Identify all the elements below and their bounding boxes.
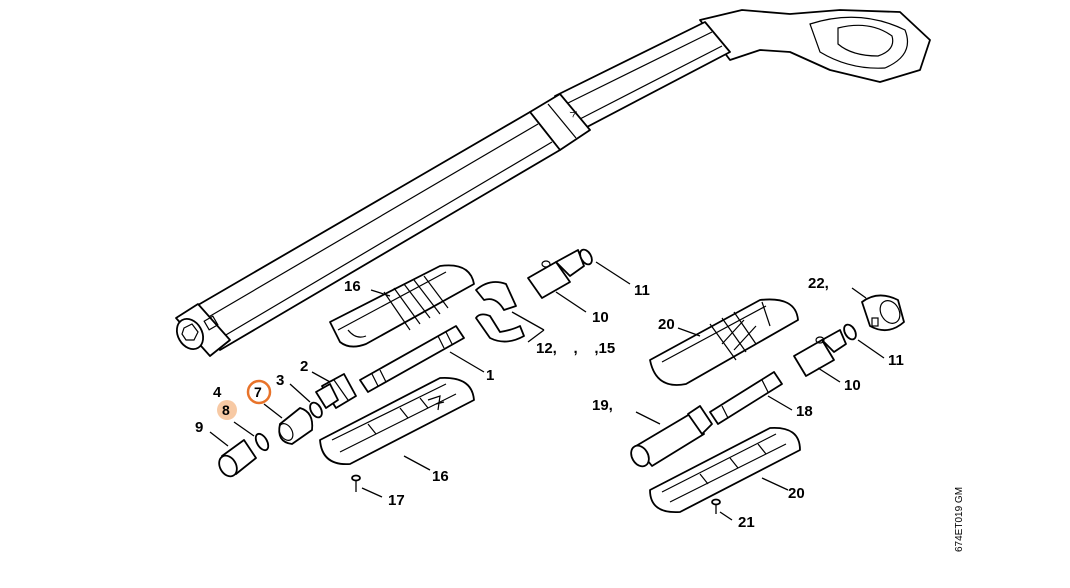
label-7: 7 [254, 384, 262, 400]
part-12-15-clamps[interactable] [475, 281, 525, 343]
part-22-ring[interactable] [861, 294, 905, 332]
part-3-o-ring[interactable] [308, 401, 325, 420]
label-19: 19, [592, 397, 613, 414]
label-20-upper: 20 [658, 316, 675, 333]
selected-part-marker-7[interactable] [246, 379, 272, 405]
part-17-screw[interactable] [351, 474, 361, 493]
label-17: 17 [388, 492, 405, 509]
label-4: 4 [213, 384, 222, 401]
part-16-housing-lower[interactable] [319, 377, 475, 465]
part-7-nozzle-tip[interactable] [276, 407, 314, 445]
label-1: 1 [486, 367, 494, 384]
label-3: 3 [276, 372, 284, 389]
part-11-o-ring-right[interactable] [842, 323, 859, 342]
leader-lines [209, 261, 885, 521]
label-18: 18 [796, 403, 813, 420]
label-22: 22, [808, 275, 829, 292]
part-21-screw[interactable] [711, 498, 721, 515]
part-10-connector-left[interactable] [527, 249, 585, 299]
part-9-nut[interactable] [216, 439, 257, 480]
label-20-lower: 20 [788, 485, 805, 502]
label-21: 21 [738, 514, 755, 531]
drawing-code: 674ET019 GM [954, 487, 965, 552]
label-2: 2 [300, 358, 308, 375]
spray-lance: ≻ [175, 9, 931, 357]
part-2-nozzle-fitting[interactable] [315, 373, 357, 409]
label-16-upper: 16 [344, 278, 361, 295]
label-11-right: 11 [888, 352, 904, 369]
label-10-right: 10 [844, 377, 861, 394]
part-16-housing-upper[interactable] [329, 264, 475, 348]
part-10-connector-right[interactable] [793, 329, 847, 377]
part-18-tube[interactable] [709, 371, 783, 425]
part-19-adapter[interactable] [628, 405, 713, 470]
label-9: 9 [195, 419, 203, 436]
part-20-housing-upper[interactable] [649, 298, 799, 386]
label-10-left: 10 [592, 309, 609, 326]
part-labels: 16 1 2 3 4 7 8 9 16 17 10 11 12, , ,15 2… [195, 275, 904, 531]
label-11-left: 11 [634, 282, 650, 299]
part-8-o-ring[interactable] [253, 432, 271, 453]
part-1-tube[interactable] [359, 325, 465, 393]
label-8: 8 [222, 402, 230, 418]
related-part-marker-8[interactable] [217, 400, 237, 420]
label-16-lower: 16 [432, 468, 449, 485]
part-20-housing-lower[interactable] [649, 427, 801, 513]
label-12-15: 12, , ,15 [536, 340, 615, 357]
part-11-o-ring-left[interactable] [578, 248, 595, 267]
